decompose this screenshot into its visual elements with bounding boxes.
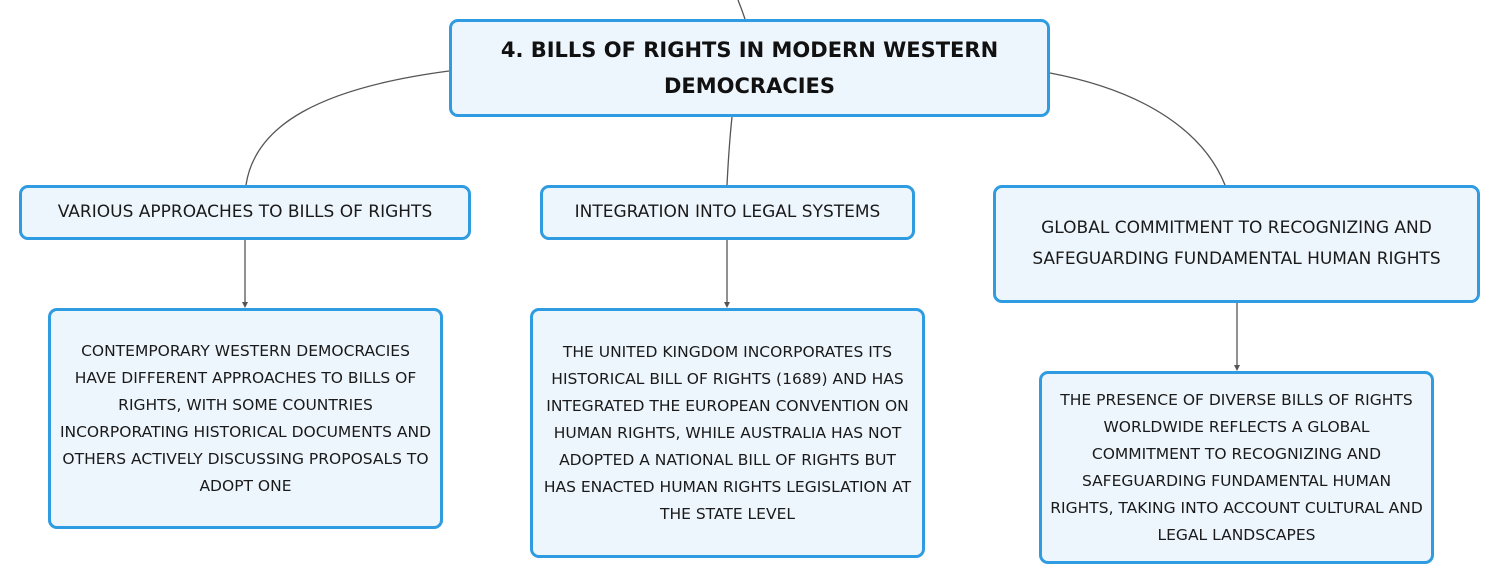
detail-text: THE PRESENCE OF DIVERSE BILLS OF RIGHTS … — [1050, 390, 1423, 544]
connector-parent-to-root — [737, 0, 746, 20]
subtopic-node-integration[interactable]: INTEGRATION INTO LEGAL SYSTEMS — [540, 185, 915, 240]
arrowhead-icon — [1234, 365, 1240, 371]
detail-text: THE UNITED KINGDOM INCORPORATES ITS HIST… — [543, 342, 912, 523]
root-topic-node[interactable]: 4. BILLS OF RIGHTS IN MODERN WESTERN DEM… — [449, 19, 1050, 117]
subtopic-node-approaches[interactable]: VARIOUS APPROACHES TO BILLS OF RIGHTS — [19, 185, 471, 240]
subtopic-label: GLOBAL COMMITMENT TO RECOGNIZING AND SAF… — [1032, 218, 1441, 269]
connector-root-to-branch-3 — [1049, 72, 1226, 186]
subtopic-label: INTEGRATION INTO LEGAL SYSTEMS — [574, 202, 881, 222]
root-topic-label: 4. BILLS OF RIGHTS IN MODERN WESTERN DEM… — [500, 38, 999, 98]
connector-root-to-branch-2 — [726, 116, 733, 186]
detail-node-global-commitment[interactable]: THE PRESENCE OF DIVERSE BILLS OF RIGHTS … — [1039, 371, 1434, 564]
subtopic-label: VARIOUS APPROACHES TO BILLS OF RIGHTS — [57, 202, 433, 222]
subtopic-node-global-commitment[interactable]: GLOBAL COMMITMENT TO RECOGNIZING AND SAF… — [993, 185, 1480, 303]
arrowhead-icon — [242, 302, 248, 308]
detail-text: CONTEMPORARY WESTERN DEMOCRACIES HAVE DI… — [59, 341, 432, 495]
detail-node-integration[interactable]: THE UNITED KINGDOM INCORPORATES ITS HIST… — [530, 308, 925, 558]
connector-root-to-branch-1 — [245, 70, 450, 186]
arrowhead-icon — [724, 302, 730, 308]
detail-node-approaches[interactable]: CONTEMPORARY WESTERN DEMOCRACIES HAVE DI… — [48, 308, 443, 529]
